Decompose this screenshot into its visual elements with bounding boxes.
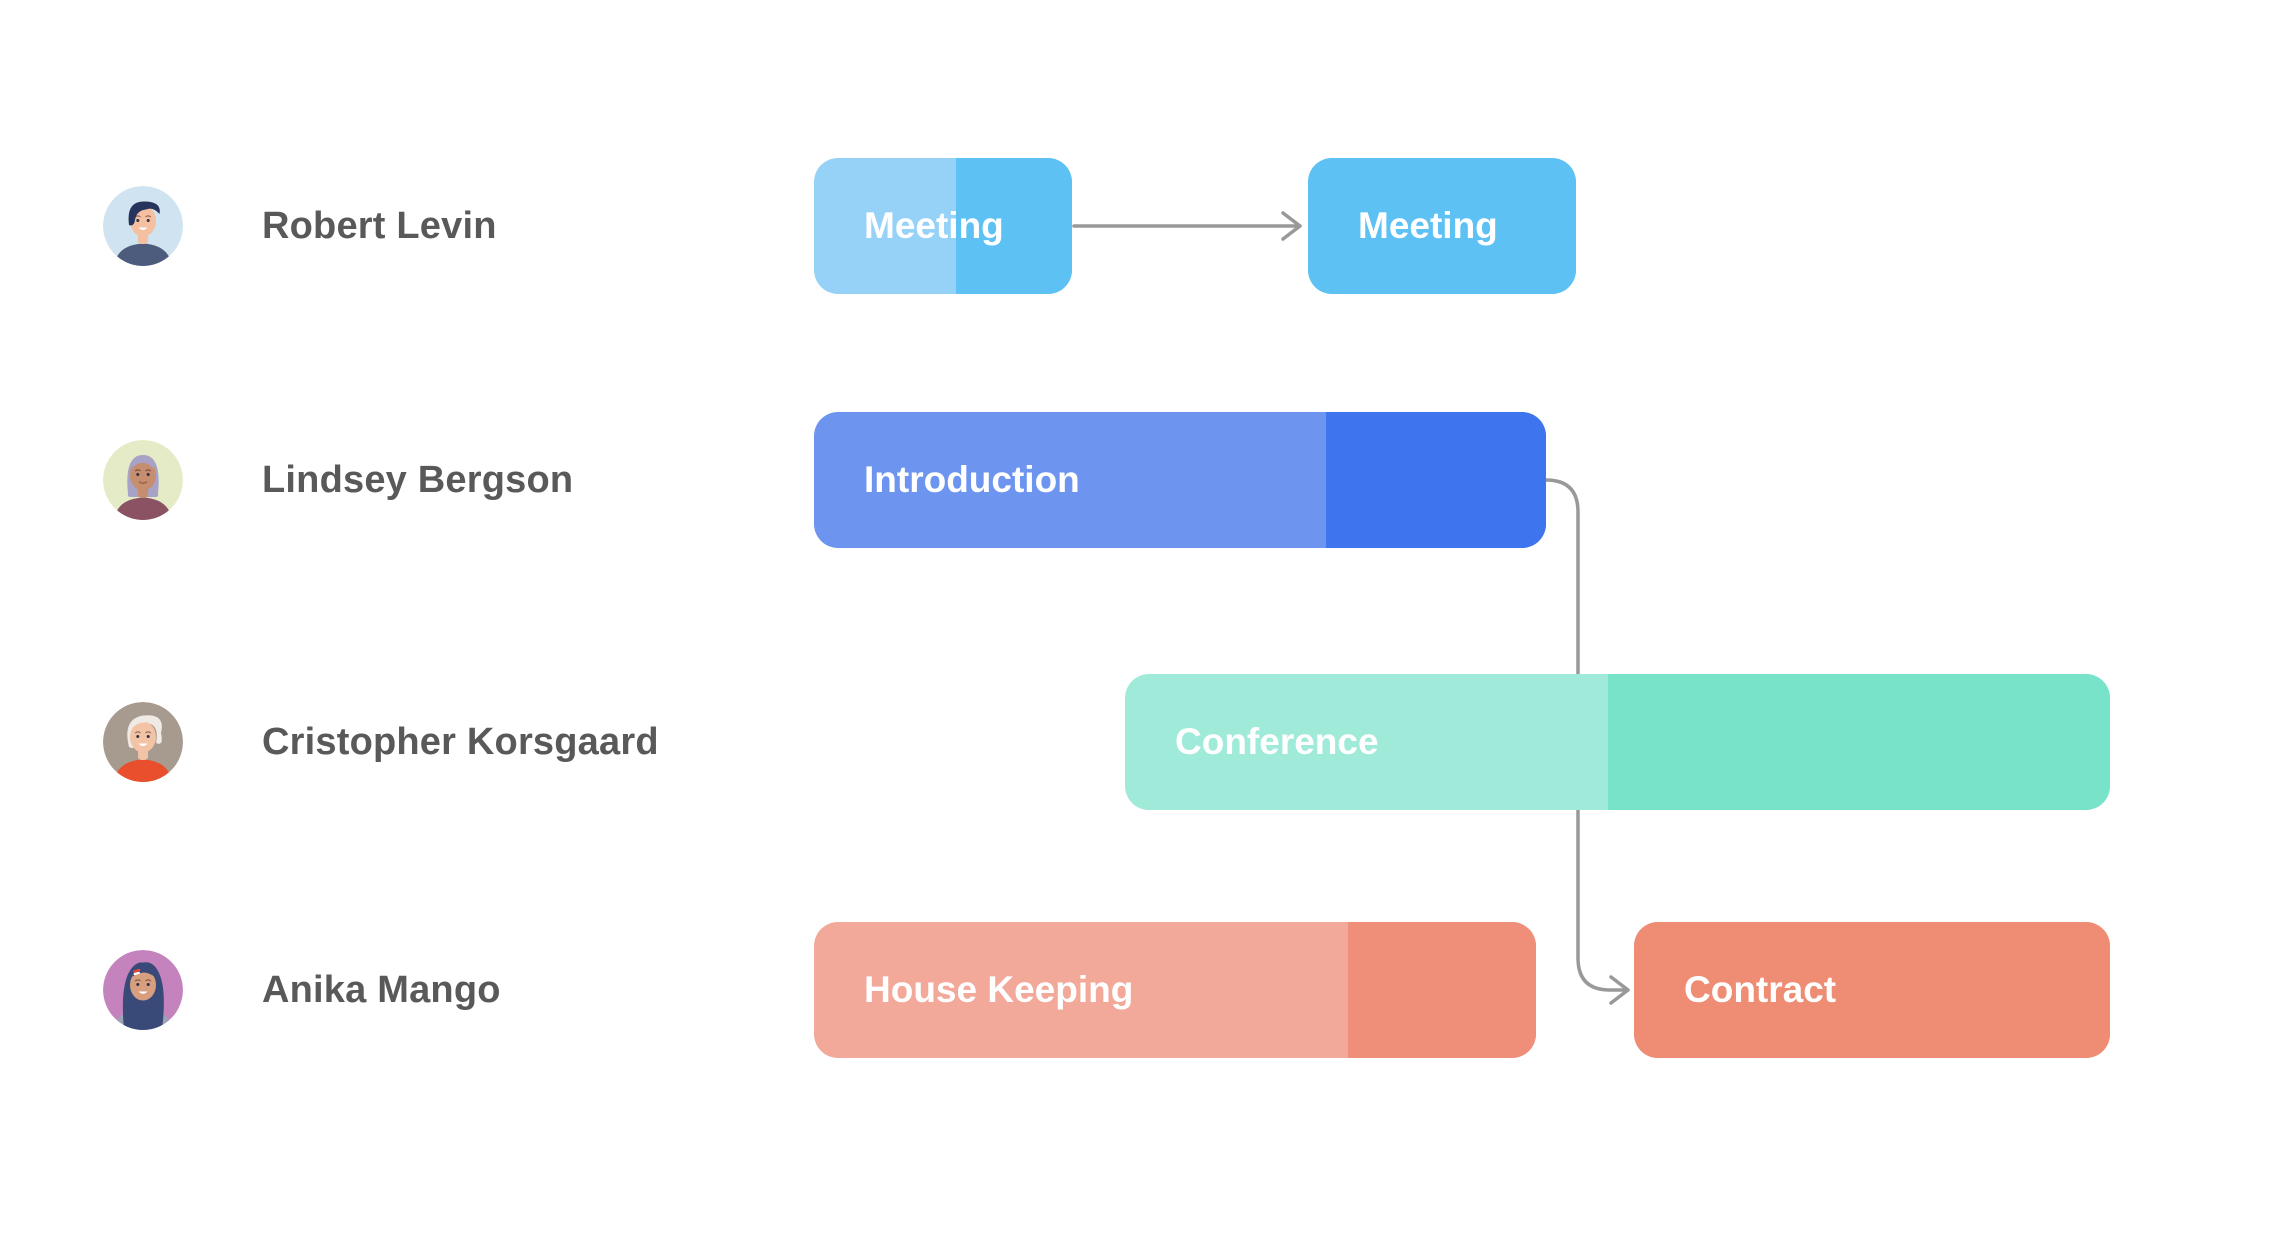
task-bar-meeting-2[interactable]: Meeting bbox=[1308, 158, 1576, 294]
person-row-robert-levin: Robert Levin bbox=[103, 186, 497, 266]
task-label: Contract bbox=[1684, 969, 1837, 1010]
avatar-cristopher-korsgaard bbox=[103, 702, 183, 782]
person-name-lindsey-bergson: Lindsey Bergson bbox=[262, 458, 574, 501]
avatar-lindsey-bergson bbox=[103, 440, 183, 520]
connector-introduction-to-contract bbox=[1544, 478, 1626, 992]
task-bar-house-keeping[interactable]: House Keeping bbox=[814, 922, 1536, 1058]
task-remaining-segment bbox=[1607, 674, 2110, 810]
person-avatar-illustration bbox=[103, 440, 183, 520]
task-remaining-segment bbox=[1308, 158, 1576, 294]
task-bar-meeting-1[interactable]: Meeting bbox=[814, 158, 1072, 294]
task-bar-introduction[interactable]: Introduction bbox=[814, 412, 1546, 548]
task-label: Conference bbox=[1175, 721, 1379, 762]
avatar-anika-mango bbox=[103, 950, 183, 1030]
person-avatar-illustration bbox=[103, 702, 183, 782]
arrowhead-icon bbox=[1609, 975, 1630, 1005]
person-name-robert-levin: Robert Levin bbox=[262, 204, 497, 247]
task-label: Introduction bbox=[864, 459, 1080, 500]
person-avatar-illustration bbox=[103, 950, 183, 1030]
avatar-robert-levin bbox=[103, 186, 183, 266]
task-remaining-segment bbox=[1634, 922, 2110, 1058]
person-name-cristopher-korsgaard: Cristopher Korsgaard bbox=[262, 720, 659, 763]
person-row-cristopher-korsgaard: Cristopher Korsgaard bbox=[103, 702, 659, 782]
task-label: Meeting bbox=[1358, 205, 1498, 246]
task-remaining-segment bbox=[1348, 922, 1536, 1058]
task-label: House Keeping bbox=[864, 969, 1134, 1010]
task-bar-conference[interactable]: Conference bbox=[1125, 674, 2110, 810]
arrowhead-icon bbox=[1281, 211, 1302, 241]
person-avatar-illustration bbox=[103, 186, 183, 266]
person-row-lindsey-bergson: Lindsey Bergson bbox=[103, 440, 573, 520]
task-remaining-segment bbox=[1326, 412, 1546, 548]
task-bar-contract[interactable]: Contract bbox=[1634, 922, 2110, 1058]
task-remaining-segment bbox=[955, 158, 1072, 294]
person-row-anika-mango: Anika Mango bbox=[103, 950, 501, 1030]
person-name-anika-mango: Anika Mango bbox=[262, 968, 501, 1011]
task-label: Meeting bbox=[864, 205, 1004, 246]
